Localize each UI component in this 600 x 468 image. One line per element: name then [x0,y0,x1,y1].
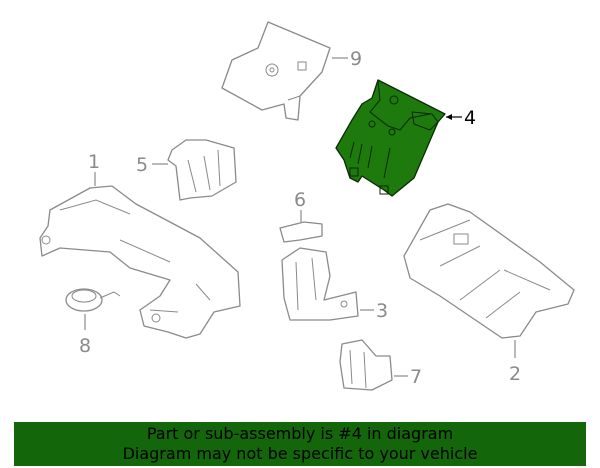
banner-line-1: Part or sub-assembly is #4 in diagram [146,424,454,443]
svg-text:4: 4 [464,107,476,129]
svg-text:2: 2 [509,363,521,385]
part-3[interactable] [281,247,359,321]
part-8[interactable] [65,288,121,312]
part-2[interactable] [403,203,575,339]
svg-text:9: 9 [350,48,362,70]
callout-4: 4 [446,107,476,129]
callout-2: 2 [509,340,521,385]
callout-1: 1 [88,151,100,186]
svg-text:7: 7 [410,366,422,388]
part-7[interactable] [339,339,393,391]
callout-6: 6 [294,189,306,222]
part-6[interactable] [279,221,323,243]
svg-text:8: 8 [79,335,91,357]
part-5[interactable] [167,139,237,201]
svg-text:5: 5 [136,154,148,176]
callout-5: 5 [136,154,168,176]
svg-text:6: 6 [294,189,306,211]
callout-3: 3 [360,300,388,322]
part-1[interactable] [39,185,241,339]
parts-diagram: 9 4 5 1 8 [39,21,575,391]
part-9[interactable] [221,21,331,121]
part-4[interactable] [335,79,446,197]
svg-text:1: 1 [88,151,100,173]
callout-7: 7 [394,366,422,388]
notice-banner: Part or sub-assembly is #4 in diagram Di… [14,422,586,466]
callout-9: 9 [332,48,362,70]
callout-8: 8 [79,314,91,357]
banner-line-2: Diagram may not be specific to your vehi… [122,444,478,463]
svg-text:3: 3 [376,300,388,322]
